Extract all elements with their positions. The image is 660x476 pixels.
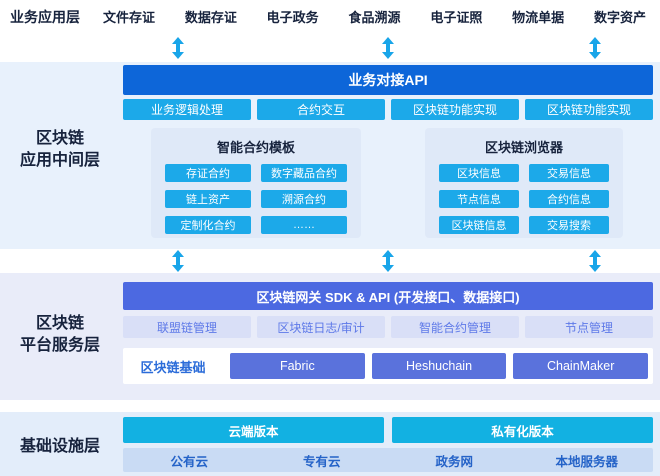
app-middleware-layer-panel: 区块链 应用中间层 业务对接API 业务逻辑处理 合约交互 区块链功能实现 区块… bbox=[0, 62, 660, 249]
tab-food-traceability: 食品溯源 bbox=[348, 10, 401, 25]
item-blockchain-info: 区块链信息 bbox=[439, 216, 519, 234]
blockchain-base-strip: 区块链基础 Fabric Heshuchain ChainMaker bbox=[123, 348, 653, 384]
blockchain-explorer-card: 区块链浏览器 区块信息 交易信息 节点信息 合约信息 区块链信息 交易搜索 bbox=[425, 128, 623, 238]
function-row: 业务逻辑处理 合约交互 区块链功能实现 区块链功能实现 bbox=[123, 99, 653, 120]
chain-chainmaker: ChainMaker bbox=[513, 353, 649, 379]
business-application-layer-label: 业务应用层 bbox=[10, 9, 80, 25]
updown-arrow-icon bbox=[172, 250, 184, 272]
tab-e-certificate: 电子证照 bbox=[430, 10, 483, 25]
item-transaction-search: 交易搜索 bbox=[529, 216, 609, 234]
updown-arrow-icon bbox=[172, 37, 184, 59]
tab-logistics-documents: 物流单据 bbox=[512, 10, 565, 25]
func-contract-interaction: 合约交互 bbox=[257, 99, 385, 120]
blockchain-base-label: 区块链基础 bbox=[140, 359, 206, 375]
func-blockchain-feature-1: 区块链功能实现 bbox=[391, 99, 519, 120]
platform-service-layer-label: 区块链 平台服务层 bbox=[19, 315, 100, 354]
smart-contract-management: 智能合约管理 bbox=[391, 316, 519, 338]
management-row: 联盟链管理 区块链日志/审计 智能合约管理 节点管理 bbox=[123, 316, 653, 338]
tab-digital-assets: 数字资产 bbox=[593, 10, 646, 25]
item-attestation-contract: 存证合约 bbox=[165, 164, 251, 182]
env-government-network: 政务网 bbox=[435, 454, 473, 469]
version-row: 云端版本 私有化版本 bbox=[123, 417, 653, 443]
env-public-cloud: 公有云 bbox=[170, 454, 208, 469]
updown-arrow-icon bbox=[589, 37, 601, 59]
item-custom-contract: 定制化合约 bbox=[165, 216, 251, 234]
tab-data-attestation: 数据存证 bbox=[184, 10, 237, 25]
smart-contract-template-card: 智能合约模板 存证合约 数字藏品合约 链上资产 溯源合约 定制化合约 …… bbox=[151, 128, 361, 238]
item-digital-collectible-contract: 数字藏品合约 bbox=[261, 164, 347, 182]
business-api-bar: 业务对接API bbox=[123, 65, 653, 95]
item-ellipsis: …… bbox=[261, 216, 347, 234]
card-grid: 存证合约 数字藏品合约 链上资产 溯源合约 定制化合约 …… bbox=[151, 156, 361, 234]
app-middleware-layer-label: 区块链 应用中间层 bbox=[19, 130, 100, 169]
card-grid: 区块信息 交易信息 节点信息 合约信息 区块链信息 交易搜索 bbox=[425, 156, 623, 234]
item-traceability-contract: 溯源合约 bbox=[261, 190, 347, 208]
consortium-chain-management: 联盟链管理 bbox=[123, 316, 251, 338]
node-management: 节点管理 bbox=[525, 316, 653, 338]
card-title: 智能合约模板 bbox=[216, 140, 295, 155]
platform-service-layer-panel: 区块链 平台服务层 区块链网关 SDK & API (开发接口、数据接口) 联盟… bbox=[0, 273, 660, 400]
updown-arrow-icon bbox=[589, 250, 601, 272]
blockchain-log-audit: 区块链日志/审计 bbox=[257, 316, 385, 338]
blockchain-gateway-bar: 区块链网关 SDK & API (开发接口、数据接口) bbox=[123, 282, 653, 310]
item-contract-info: 合约信息 bbox=[529, 190, 609, 208]
environment-strip: 公有云 专有云 政务网 本地服务器 bbox=[123, 448, 653, 472]
tab-e-government: 电子政务 bbox=[266, 10, 319, 25]
card-title: 区块链浏览器 bbox=[484, 140, 563, 155]
updown-arrow-icon bbox=[382, 37, 394, 59]
func-business-logic: 业务逻辑处理 bbox=[123, 99, 251, 120]
private-version-box: 私有化版本 bbox=[392, 417, 653, 443]
func-blockchain-feature-2: 区块链功能实现 bbox=[525, 99, 653, 120]
cloud-version-box: 云端版本 bbox=[123, 417, 384, 443]
item-transaction-info: 交易信息 bbox=[529, 164, 609, 182]
chain-fabric: Fabric bbox=[230, 353, 365, 379]
env-dedicated-cloud: 专有云 bbox=[302, 454, 341, 469]
tab-file-attestation: 文件存证 bbox=[103, 10, 156, 25]
updown-arrow-icon bbox=[382, 250, 394, 272]
item-node-info: 节点信息 bbox=[439, 190, 519, 208]
item-block-info: 区块信息 bbox=[439, 164, 519, 182]
application-tabs-row: 文件存证 数据存证 电子政务 食品溯源 电子证照 物流单据 数字资产 bbox=[103, 7, 646, 26]
infrastructure-layer-label: 基础设施层 bbox=[19, 438, 100, 455]
chain-heshuchain: Heshuchain bbox=[371, 353, 507, 379]
item-onchain-assets: 链上资产 bbox=[165, 190, 251, 208]
infrastructure-layer-panel: 基础设施层 云端版本 私有化版本 公有云 专有云 政务网 本地服务器 bbox=[0, 412, 660, 476]
env-local-server: 本地服务器 bbox=[555, 454, 618, 469]
